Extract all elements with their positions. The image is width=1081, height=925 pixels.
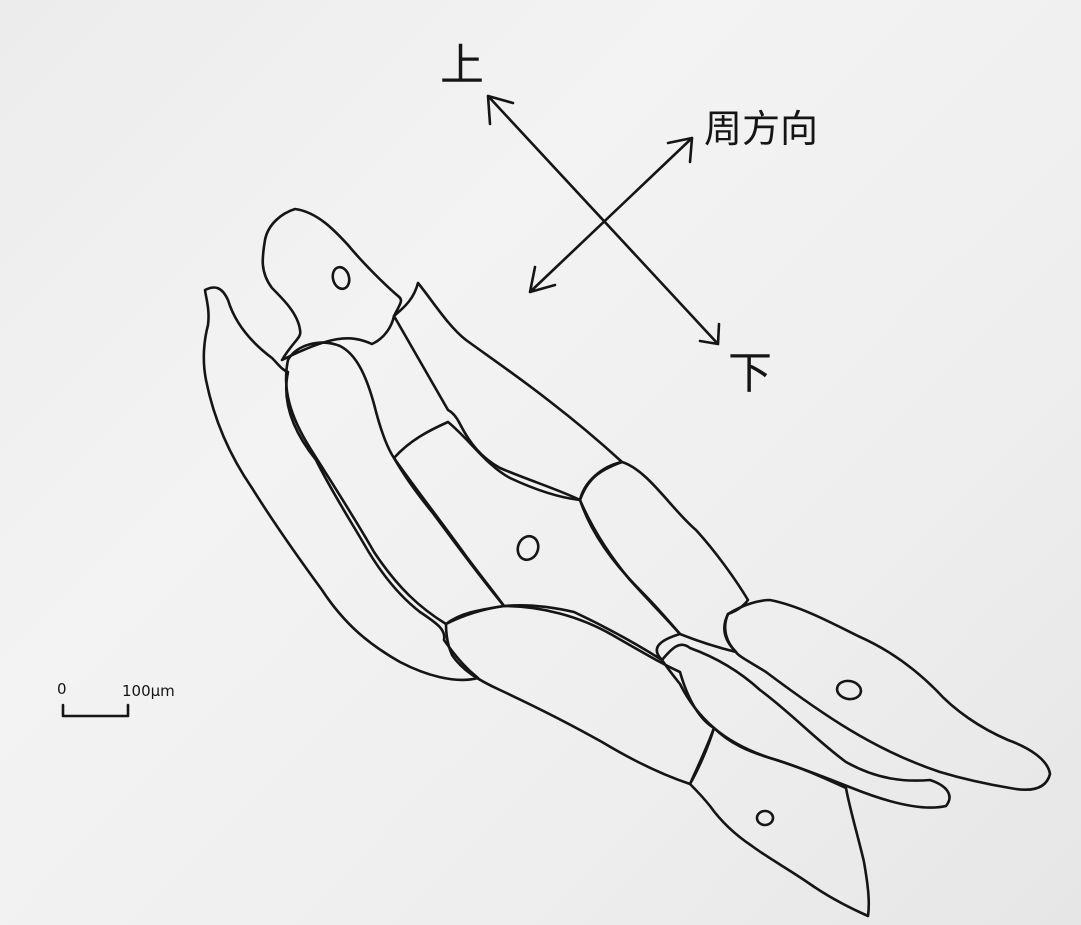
cell-outline bbox=[394, 283, 622, 500]
scale-bar-line bbox=[63, 705, 128, 716]
vertical-axis-arrow bbox=[488, 96, 719, 344]
cell-outline bbox=[690, 728, 869, 916]
cell-outlines bbox=[204, 209, 1050, 916]
nucleus bbox=[514, 533, 541, 562]
circumferential-axis-arrow bbox=[530, 138, 692, 292]
nucleus bbox=[330, 265, 351, 290]
nucleus bbox=[836, 679, 863, 701]
scale-bar-start-label: 0 bbox=[57, 680, 67, 698]
cell-outline bbox=[580, 462, 748, 652]
cell-outline bbox=[263, 209, 401, 360]
direction-arrows bbox=[488, 96, 719, 344]
nucleus bbox=[757, 811, 773, 825]
nuclei bbox=[330, 265, 862, 825]
cell-outline bbox=[286, 343, 504, 624]
cell-outline bbox=[662, 645, 949, 808]
label-circumferential: 周方向 bbox=[704, 107, 818, 151]
cell-outline bbox=[725, 600, 1050, 790]
scale-bar-end-label: 100μm bbox=[122, 682, 175, 700]
cell-outline bbox=[446, 606, 714, 784]
label-up: 上 bbox=[440, 40, 484, 91]
label-down: 下 bbox=[728, 348, 772, 399]
scale-bar: 0 100μm bbox=[57, 680, 175, 716]
